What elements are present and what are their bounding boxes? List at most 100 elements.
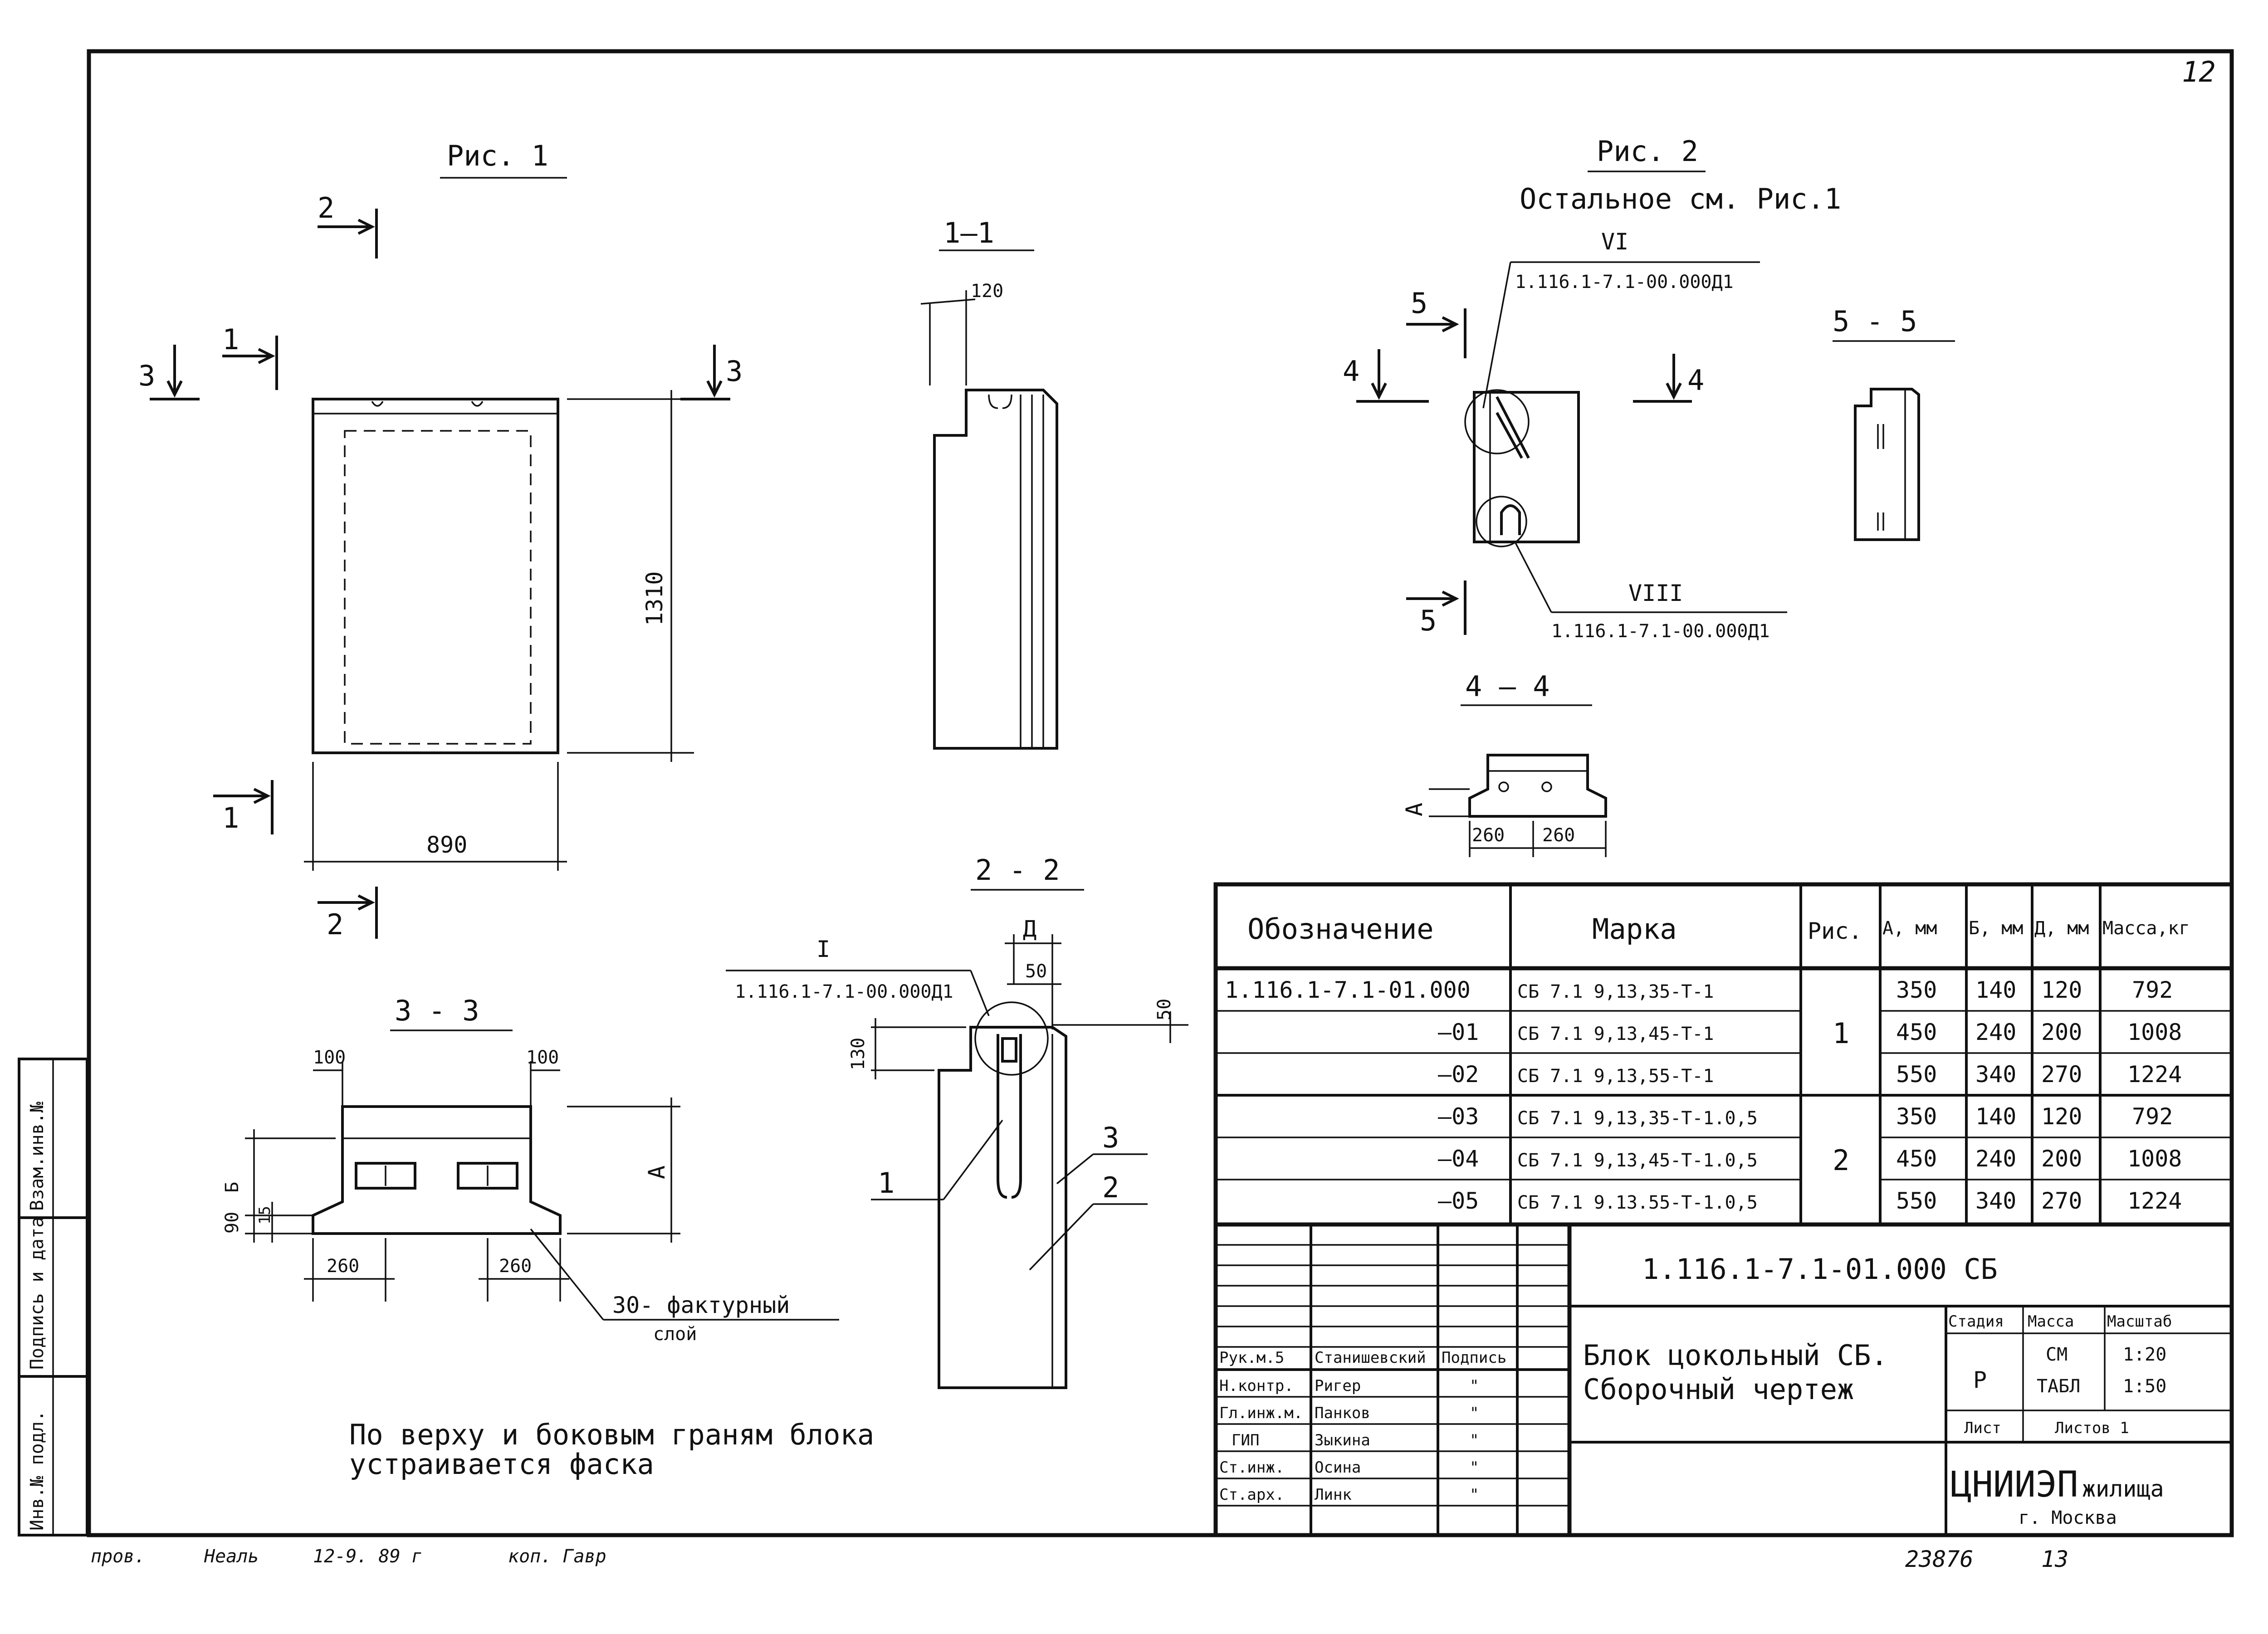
- sec44-dim-a: А: [1401, 803, 1427, 816]
- cut-mark-label: 2: [318, 191, 334, 224]
- node-viii-ref: 1.116.1-7.1-00.000Д1: [1551, 621, 1770, 642]
- cell-mark: СБ 7.1 9,13,35-Т-1: [1517, 981, 1714, 1002]
- sec11-title: 1–1: [943, 216, 994, 249]
- cell-mass: 1224: [2127, 1188, 2182, 1214]
- fig1-height-dim: 1310: [641, 571, 668, 626]
- cell-mass: 1008: [2127, 1146, 2182, 1172]
- cut-mark-label: 4: [1687, 364, 1704, 397]
- fig2-title: Рис. 2: [1597, 135, 1698, 168]
- sec22-dim: 50: [1154, 999, 1175, 1020]
- cell-designation: –01: [1438, 1019, 1479, 1045]
- sec33-layer-note: 30- фактурный: [612, 1292, 790, 1318]
- table-header: Масса,кг: [2102, 918, 2190, 939]
- sec22-dim: 130: [848, 1038, 869, 1070]
- cell-d: 120: [2041, 977, 2082, 1003]
- signer-row: Ст.арх. Линк ": [1219, 1486, 1479, 1504]
- signer-name: Линк: [1315, 1486, 1352, 1504]
- side-stamp-cell: Подпись и дата: [27, 1217, 48, 1370]
- cell-mark: СБ 7.1 9.13.55-Т-1.0,5: [1517, 1192, 1758, 1213]
- footer-text: пров.: [91, 1546, 145, 1567]
- cut-mark-label: 4: [1343, 355, 1359, 388]
- signer-signature: Подпись: [1442, 1349, 1506, 1367]
- sec11-dim: 120: [971, 281, 1003, 302]
- cell-a: 350: [1896, 977, 1937, 1003]
- footer-text: 13: [2041, 1546, 2068, 1572]
- cell-a: 350: [1896, 1103, 1937, 1130]
- table-row: –04 СБ 7.1 9,13,45-Т-1.0,5 2 450 240 200…: [1438, 1144, 2182, 1177]
- position-callout: 1: [878, 1166, 894, 1200]
- doc-code: 1.116.1-7.1-01.000 СБ: [1642, 1253, 1998, 1286]
- signer-name: Станишевский: [1315, 1349, 1426, 1367]
- fig2-elevation: Рис. 2 Остальное см. Рис.1 VI 1.116.1-7.…: [1343, 135, 1841, 642]
- cell-mass: 1224: [2127, 1061, 2182, 1088]
- mass-value: СМ: [2046, 1344, 2068, 1365]
- cut-mark-label: 2: [327, 908, 343, 941]
- cut-mark-label: 1: [222, 801, 239, 834]
- mass-value: ТАБЛ: [2037, 1376, 2080, 1397]
- signer-name: Ригер: [1315, 1377, 1361, 1395]
- table-row: –02 СБ 7.1 9,13,55-Т-1 550 340 270 1224: [1438, 1061, 2182, 1088]
- cut-mark-label: 5: [1420, 604, 1437, 637]
- cell-mark: СБ 7.1 9,13,55-Т-1: [1517, 1066, 1714, 1087]
- section-2-2: 2 - 2 I 1.116.1-7.1-00.000Д1 Д 50 50 130…: [726, 854, 1188, 1389]
- cell-designation: –03: [1438, 1103, 1479, 1130]
- cell-designation: 1.116.1-7.1-01.000: [1225, 977, 1471, 1003]
- footer-text: 12-9. 89 г: [313, 1546, 422, 1567]
- footer-text: коп. Гавр: [508, 1546, 606, 1567]
- cut-mark-label: 1: [222, 323, 239, 356]
- section-1-1: 1–1 120: [920, 216, 1058, 750]
- table-header: Б, мм: [1969, 918, 2023, 939]
- signer-signature: ": [1470, 1404, 1479, 1422]
- table-header: Рис.: [1808, 918, 1862, 944]
- cell-designation: –05: [1438, 1188, 1479, 1214]
- specification-table: Обозначение Марка Рис. А, мм Б, мм Д, мм…: [1213, 882, 2234, 1227]
- signer-signature: ": [1470, 1486, 1479, 1504]
- sec33-dim: 15: [256, 1206, 274, 1224]
- fig1-width-dim: 890: [426, 832, 467, 858]
- sheets-label: Листов 1: [2055, 1419, 2129, 1437]
- node-viii-label: VIII: [1628, 580, 1683, 606]
- cell-b: 340: [1975, 1188, 2016, 1214]
- cell-mark: СБ 7.1 9,13,35-Т-1.0,5: [1517, 1108, 1758, 1129]
- side-stamp-cell: Инв.№ подл.: [27, 1410, 48, 1531]
- signer-name: Панков: [1315, 1404, 1370, 1422]
- table-header: Марка: [1592, 912, 1677, 946]
- cell-mass: 1008: [2127, 1019, 2182, 1045]
- cell-b: 240: [1975, 1146, 2016, 1172]
- signer-role: Рук.м.5: [1219, 1349, 1284, 1367]
- org-name: ЦНИИЭП: [1950, 1464, 2078, 1505]
- sec33-dim: 100: [313, 1047, 346, 1068]
- sheet-frame: [87, 49, 2234, 1537]
- sec44-dim: 260: [1472, 825, 1505, 846]
- footer-text: Неаль: [204, 1546, 259, 1567]
- signer-row: Рук.м.5 Станишевский Подпись: [1219, 1349, 1506, 1367]
- sheet-number: 12: [2182, 55, 2216, 88]
- cell-d: 270: [2041, 1188, 2082, 1214]
- doc-name: Блок цокольный СБ.: [1583, 1339, 1888, 1372]
- sec55-title: 5 - 5: [1833, 305, 1917, 338]
- signer-role: Ст.арх.: [1219, 1486, 1284, 1504]
- cell-designation: –02: [1438, 1061, 1479, 1088]
- signer-role: ГИП: [1232, 1431, 1259, 1449]
- signer-signature: ": [1470, 1458, 1479, 1477]
- cell-a: 550: [1896, 1061, 1937, 1088]
- signer-row: Н.контр. Ригер ": [1219, 1377, 1479, 1395]
- cell-fig: 2: [1833, 1144, 1849, 1177]
- signer-role: Гл.инж.м.: [1219, 1404, 1303, 1422]
- cell-fig: 1: [1833, 1017, 1849, 1050]
- signer-signature: ": [1470, 1377, 1479, 1395]
- fig1-elevation: Рис. 1 890 1310 2 1 3 3 1 2: [138, 139, 743, 941]
- footer-text: 23876: [1905, 1546, 1974, 1572]
- sec22-dim: Д: [1023, 916, 1036, 942]
- scale-value: 1:20: [2123, 1344, 2166, 1365]
- fig2-subtitle: Остальное см. Рис.1: [1520, 182, 1841, 215]
- cell-b: 240: [1975, 1019, 2016, 1045]
- cell-designation: –04: [1438, 1146, 1479, 1172]
- table-row: 1.116.1-7.1-01.000 СБ 7.1 9,13,35-Т-1 35…: [1225, 977, 2173, 1003]
- signer-name: Зыкина: [1315, 1431, 1370, 1449]
- table-header: А, мм: [1882, 918, 1937, 939]
- cell-mass: 792: [2132, 977, 2173, 1003]
- cell-d: 200: [2041, 1146, 2082, 1172]
- sec44-title: 4 – 4: [1465, 670, 1550, 703]
